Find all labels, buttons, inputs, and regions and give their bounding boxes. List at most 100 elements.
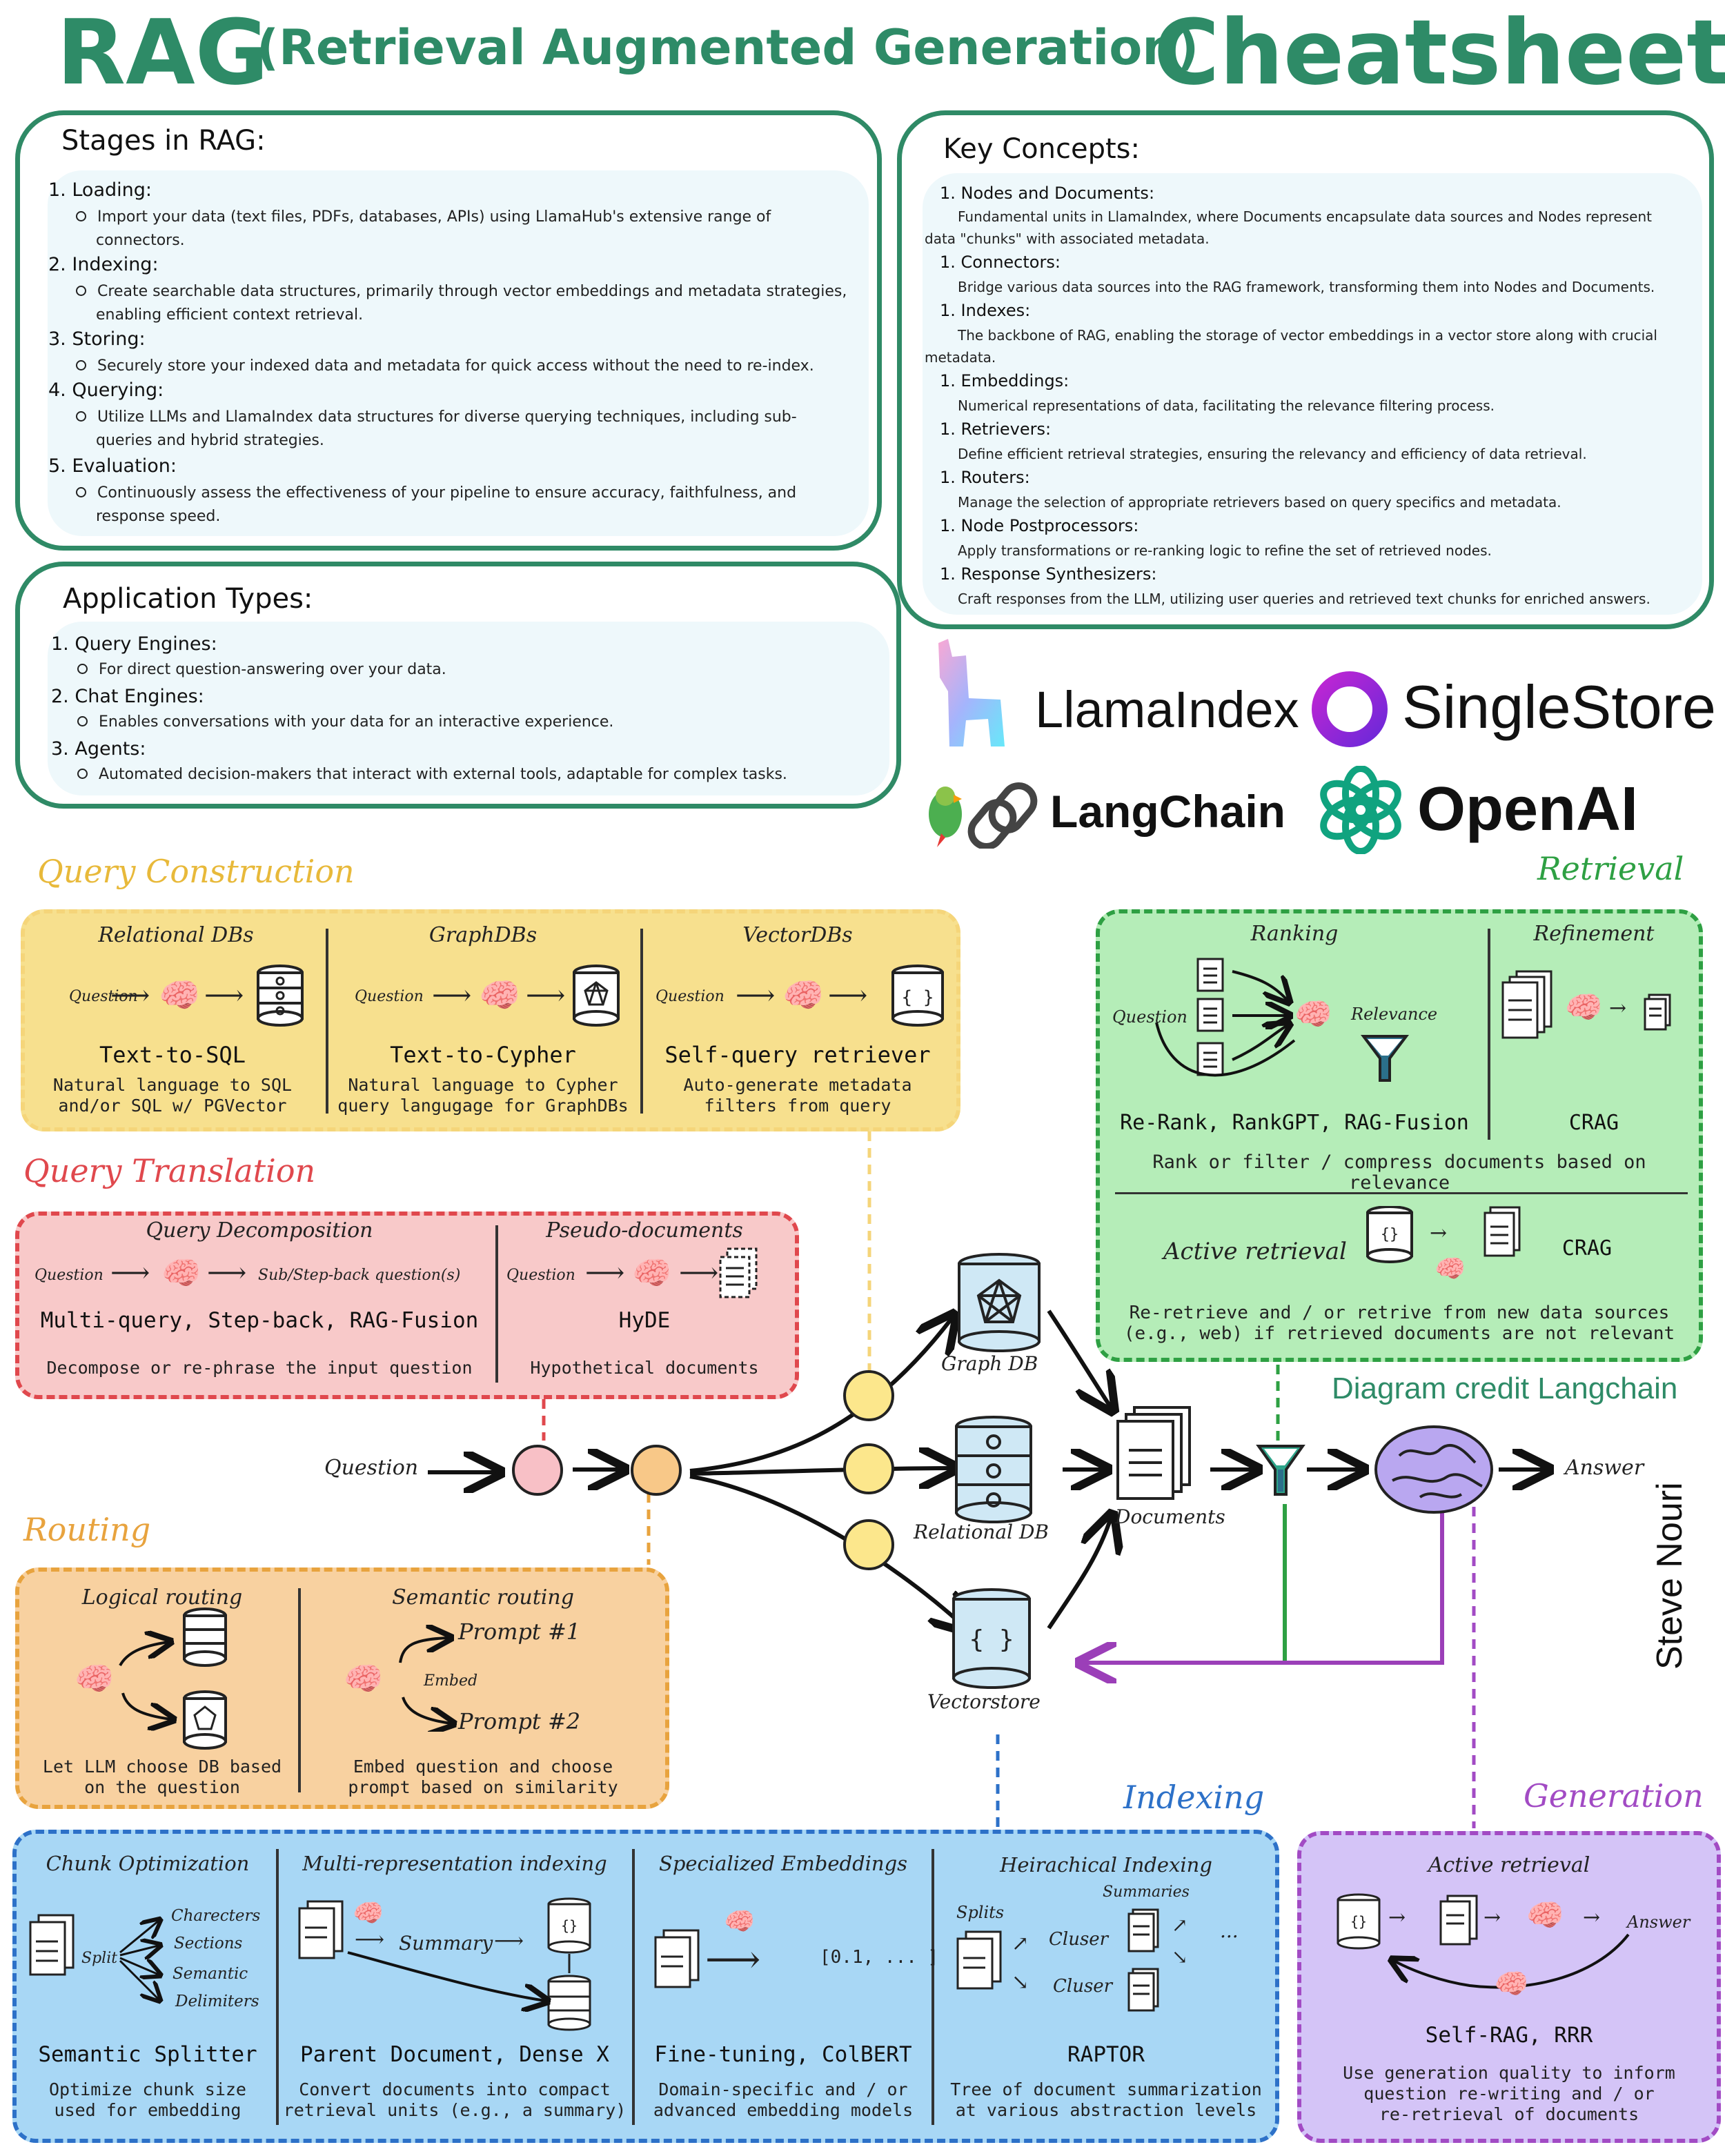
query-construction-box — [21, 909, 960, 1131]
cluster-label: Cluser — [1049, 1929, 1109, 1950]
construction-node-relational — [843, 1443, 894, 1494]
brain-icon: 🧠 — [476, 976, 518, 1015]
arrow-icon: ↘ — [1012, 1970, 1029, 1995]
concept-item: 1. Connectors: — [940, 253, 1061, 272]
concept-desc: Bridge various data sources into the RAG… — [958, 279, 1655, 295]
generation-method: Self-RAG, RRR — [1425, 2023, 1593, 2048]
stage-desc: Securely store your indexed data and met… — [76, 355, 814, 378]
svg-text:{ }: { } — [902, 987, 934, 1008]
document-icon — [1439, 1895, 1478, 1946]
stages-heading: Stages in RAG: — [61, 125, 266, 157]
refinement-title: Refinement — [1533, 922, 1655, 946]
query-translation-label: Query Translation — [23, 1152, 316, 1189]
arrow-icon: → — [1583, 1906, 1601, 1930]
title-row: RAG (Retrieval Augmented Generation) Che… — [0, 0, 1725, 105]
title-cheatsheet: Cheatsheet — [1154, 0, 1725, 105]
openai-logo-text: OpenAI — [1417, 775, 1639, 844]
arrow-icon: ⟶ — [207, 1257, 247, 1289]
split-arrows-icon — [119, 1911, 172, 2008]
arrow-icon: ⟶ — [432, 980, 472, 1011]
app-type-desc: For direct question-answering over your … — [77, 658, 446, 682]
vector-db-icon: { } — [891, 965, 944, 1027]
concept-item: 1. Nodes and Documents: — [940, 184, 1155, 203]
generation-box — [1297, 1831, 1721, 2143]
arrow-icon: ⟶ — [494, 1929, 524, 1953]
stage-desc: Utilize LLMs and LlamaIndex data structu… — [76, 406, 797, 453]
app-type-item: 1. Query Engines: — [51, 633, 217, 655]
qt-question: Question — [34, 1267, 103, 1284]
vector-label: [0.1, ... ] — [820, 1947, 939, 1968]
crag-1: CRAG — [1568, 1111, 1619, 1135]
title-rag: RAG — [57, 0, 269, 105]
arrow-icon: ⟶ — [585, 1257, 625, 1289]
routing-arrows-icon — [119, 1619, 189, 1736]
construction-node-graph — [843, 1370, 894, 1421]
stage-desc: Import your data (text files, PDFs, data… — [76, 206, 771, 253]
brain-icon: 🧠 — [1432, 1255, 1463, 1283]
generation-answer: Answer — [1627, 1912, 1690, 1932]
arrow-icon: → — [1483, 1906, 1501, 1930]
llm-brain-icon — [1374, 1425, 1493, 1514]
rank-method: Re-Rank, RankGPT, RAG-Fusion — [1120, 1111, 1469, 1135]
brain-icon: 🧠 — [351, 1899, 382, 1928]
summaries-label: Summaries — [1103, 1883, 1190, 1901]
document-stack-icon — [298, 1900, 344, 1959]
brain-icon: 🧠 — [629, 1254, 669, 1292]
concept-item: 1. Retrievers: — [940, 419, 1052, 439]
documents-flow-icon — [1116, 1406, 1191, 1500]
graph-db-label: Graph DB — [941, 1352, 1038, 1375]
diagram-credit: Diagram credit Langchain — [1332, 1372, 1678, 1405]
qc-method: Self-query retriever — [664, 1042, 931, 1068]
stage-desc: Continuously assess the effectiveness of… — [76, 482, 796, 528]
title-expansion: (Retrieval Augmented Generation) — [257, 19, 1199, 76]
feedback-arrow-icon — [1387, 1933, 1630, 1989]
ranking-title: Ranking — [1250, 922, 1339, 946]
indexing-title: Heirachical Indexing — [1000, 1853, 1212, 1877]
ellipsis-label: ... — [1220, 1919, 1239, 1942]
prompt-2: Prompt #2 — [458, 1708, 581, 1734]
document-icon — [1127, 1968, 1159, 2012]
flow-question: Question — [324, 1456, 419, 1480]
database-icon — [183, 1608, 227, 1667]
query-translation-box — [15, 1211, 799, 1399]
author-name: Steve Nouri — [1650, 1482, 1690, 1670]
routing-label: Routing — [23, 1511, 151, 1548]
embed-label: Embed — [424, 1672, 478, 1690]
indexing-title: Specialized Embeddings — [658, 1852, 908, 1875]
concept-desc-cont: data "chunks" with associated metadata. — [925, 230, 1210, 247]
openai-logo-icon — [1320, 766, 1401, 854]
concept-desc-cont: metadata. — [925, 349, 996, 366]
document-stack-icon — [956, 1930, 1002, 1990]
split-option: Semantic — [172, 1965, 248, 1983]
app-type-item: 2. Chat Engines: — [51, 686, 204, 707]
vectorstore-flow-icon: { } — [952, 1588, 1031, 1689]
arrow-icon: ⟶ — [204, 980, 244, 1011]
concept-desc: Define efficient retrieval strategies, e… — [958, 446, 1587, 462]
app-types-panel: Application Types: — [15, 562, 901, 809]
langchain-logo-text: LangChain — [1050, 786, 1285, 837]
stage-desc: Create searchable data structures, prima… — [76, 280, 847, 327]
concept-item: 1. Response Synthesizers: — [940, 564, 1157, 584]
concept-item: 1. Node Postprocessors: — [940, 516, 1139, 535]
concept-desc: The backbone of RAG, enabling the storag… — [958, 327, 1657, 344]
relational-db-flow-icon — [955, 1416, 1032, 1523]
concept-desc: Craft responses from the LLM, utilizing … — [958, 591, 1650, 607]
arrow-icon: → — [1609, 996, 1627, 1020]
brain-icon: 🧠 — [722, 1908, 753, 1936]
qc-title: GraphDBs — [428, 923, 538, 947]
arrow-icon: ⟶ — [679, 1257, 719, 1289]
langchain-logo-icon — [929, 782, 1038, 849]
brain-icon: 🧠 — [341, 1660, 381, 1697]
arrow-icon: ⟶ — [705, 1937, 761, 1982]
qt-title: Pseudo-documents — [546, 1218, 743, 1243]
concept-desc: Numerical representations of data, facil… — [958, 397, 1495, 414]
qc-question: Question — [656, 988, 724, 1005]
routing-arrows-icon — [399, 1621, 462, 1732]
concept-item: 1. Routers: — [940, 468, 1030, 487]
document-stack-icon — [654, 1929, 700, 1988]
